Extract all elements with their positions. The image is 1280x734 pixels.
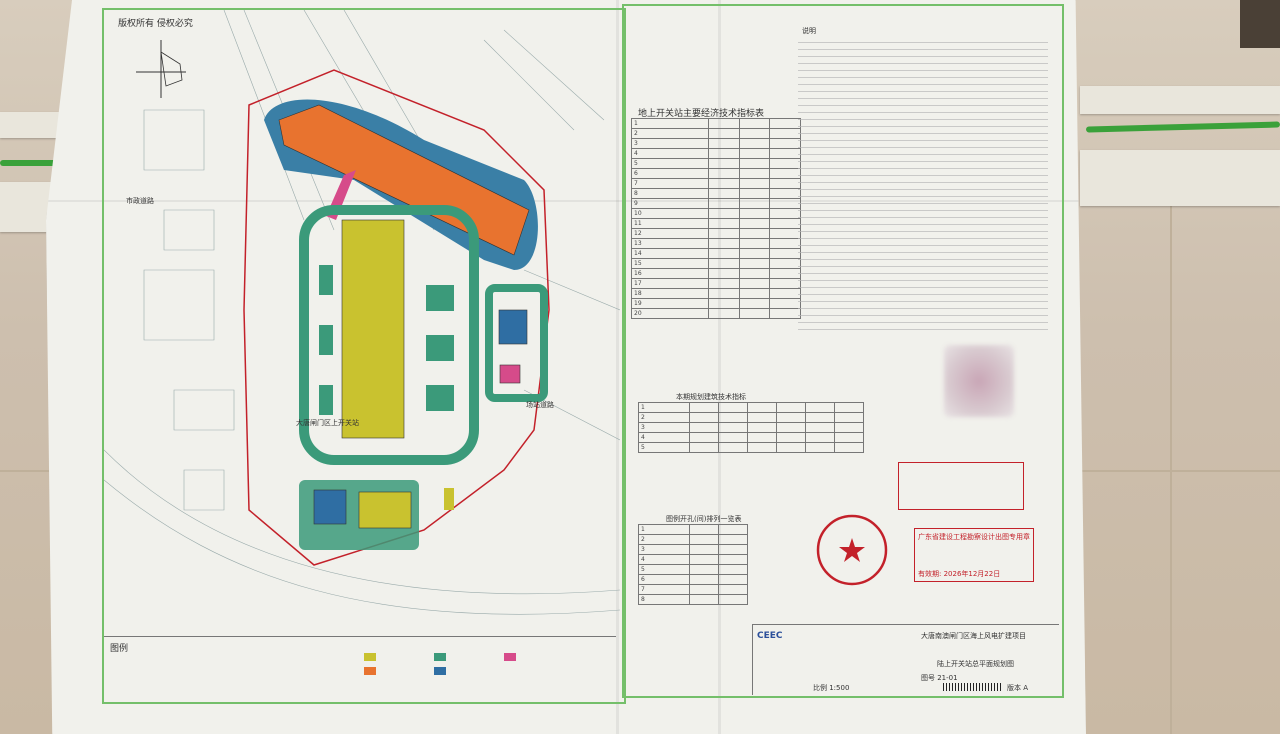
blue-building xyxy=(498,309,528,345)
legend-swatch xyxy=(434,667,446,675)
pipe xyxy=(1080,86,1280,114)
legend-swatch xyxy=(504,653,516,661)
company-logo: CEEC xyxy=(757,631,783,641)
legend-box: 图例 xyxy=(104,636,616,693)
map-title: 大唐闸门区上开关站 xyxy=(296,419,359,427)
yellow-building xyxy=(341,219,405,439)
right-frame xyxy=(622,4,1064,698)
green-block xyxy=(319,385,333,415)
site-label-left: 市政道路 xyxy=(126,197,154,205)
compass-rose-icon xyxy=(136,40,186,98)
table3-title: 图例开孔(间)排列一览表 xyxy=(666,515,742,523)
pipe xyxy=(1080,150,1280,206)
stamp-box-title: 广东省建设工程勘察设计出图专用章 xyxy=(918,533,1030,541)
legend-swatch xyxy=(434,653,446,661)
version: 版本 A xyxy=(1007,684,1029,692)
opening-table: 1 2 3 4 5 6 7 8 xyxy=(637,524,748,605)
registration-stamp xyxy=(898,462,1024,510)
green-block xyxy=(426,385,454,411)
table-title: 地上开关站主要经济技术指标表 xyxy=(638,109,765,119)
drawing-name: 陆上开关站总平面规划图 xyxy=(937,660,1014,668)
site-plan-sheet: 版权所有 侵权必究 xyxy=(46,0,1086,734)
table2-title: 本期规划建筑技术指标 xyxy=(676,393,746,401)
notes-title: 说明 xyxy=(802,27,816,35)
project-title: 大唐南澳闸门区海上风电扩建项目 xyxy=(921,632,1026,640)
drawing-number: 图号 21-01 xyxy=(921,674,958,682)
green-cable xyxy=(0,160,60,166)
red-boundary xyxy=(243,69,550,566)
green-ring xyxy=(299,205,479,465)
blurred-seal xyxy=(944,345,1014,417)
small-yellow xyxy=(444,488,454,510)
green-block xyxy=(319,265,333,295)
fold-line xyxy=(46,200,1086,202)
legend-swatch xyxy=(364,667,376,675)
compass-label: 版权所有 侵权必究 xyxy=(118,19,193,29)
green-block xyxy=(426,285,454,311)
tile-seam xyxy=(1170,200,1172,734)
dark-box xyxy=(1240,0,1280,48)
fold-line xyxy=(718,0,721,734)
title-block: CEEC 大唐南澳闸门区海上风电扩建项目 陆上开关站总平面规划图 比例 1:50… xyxy=(752,624,1059,695)
legend-swatch xyxy=(364,653,376,661)
red-building xyxy=(499,364,521,384)
indicator-table: 1 2 3 4 5 6 7 8 9 10 11 12 13 14 15 16 1… xyxy=(630,118,801,319)
bottom-blue xyxy=(313,489,347,525)
green-block xyxy=(426,335,454,361)
design-stamp-box: 广东省建设工程勘察设计出图专用章 有效期: 2026年12月22日 xyxy=(914,528,1034,582)
road-label: 场站道路 xyxy=(526,401,554,409)
bottom-yellow xyxy=(358,491,412,529)
stamp-box-date: 有效期: 2026年12月22日 xyxy=(918,570,1001,578)
fold-line xyxy=(616,0,619,734)
company-seal-stamp xyxy=(816,514,888,586)
left-frame xyxy=(102,8,626,704)
barcode xyxy=(943,683,1003,691)
pipe xyxy=(0,112,60,138)
legend-title: 图例 xyxy=(110,644,129,654)
scale: 比例 1:500 xyxy=(813,684,850,692)
notes-text-block xyxy=(798,36,1048,336)
green-block xyxy=(319,325,333,355)
green-area xyxy=(485,284,548,402)
site-map xyxy=(104,10,620,615)
building-table: 1 2 3 4 5 xyxy=(637,402,864,453)
